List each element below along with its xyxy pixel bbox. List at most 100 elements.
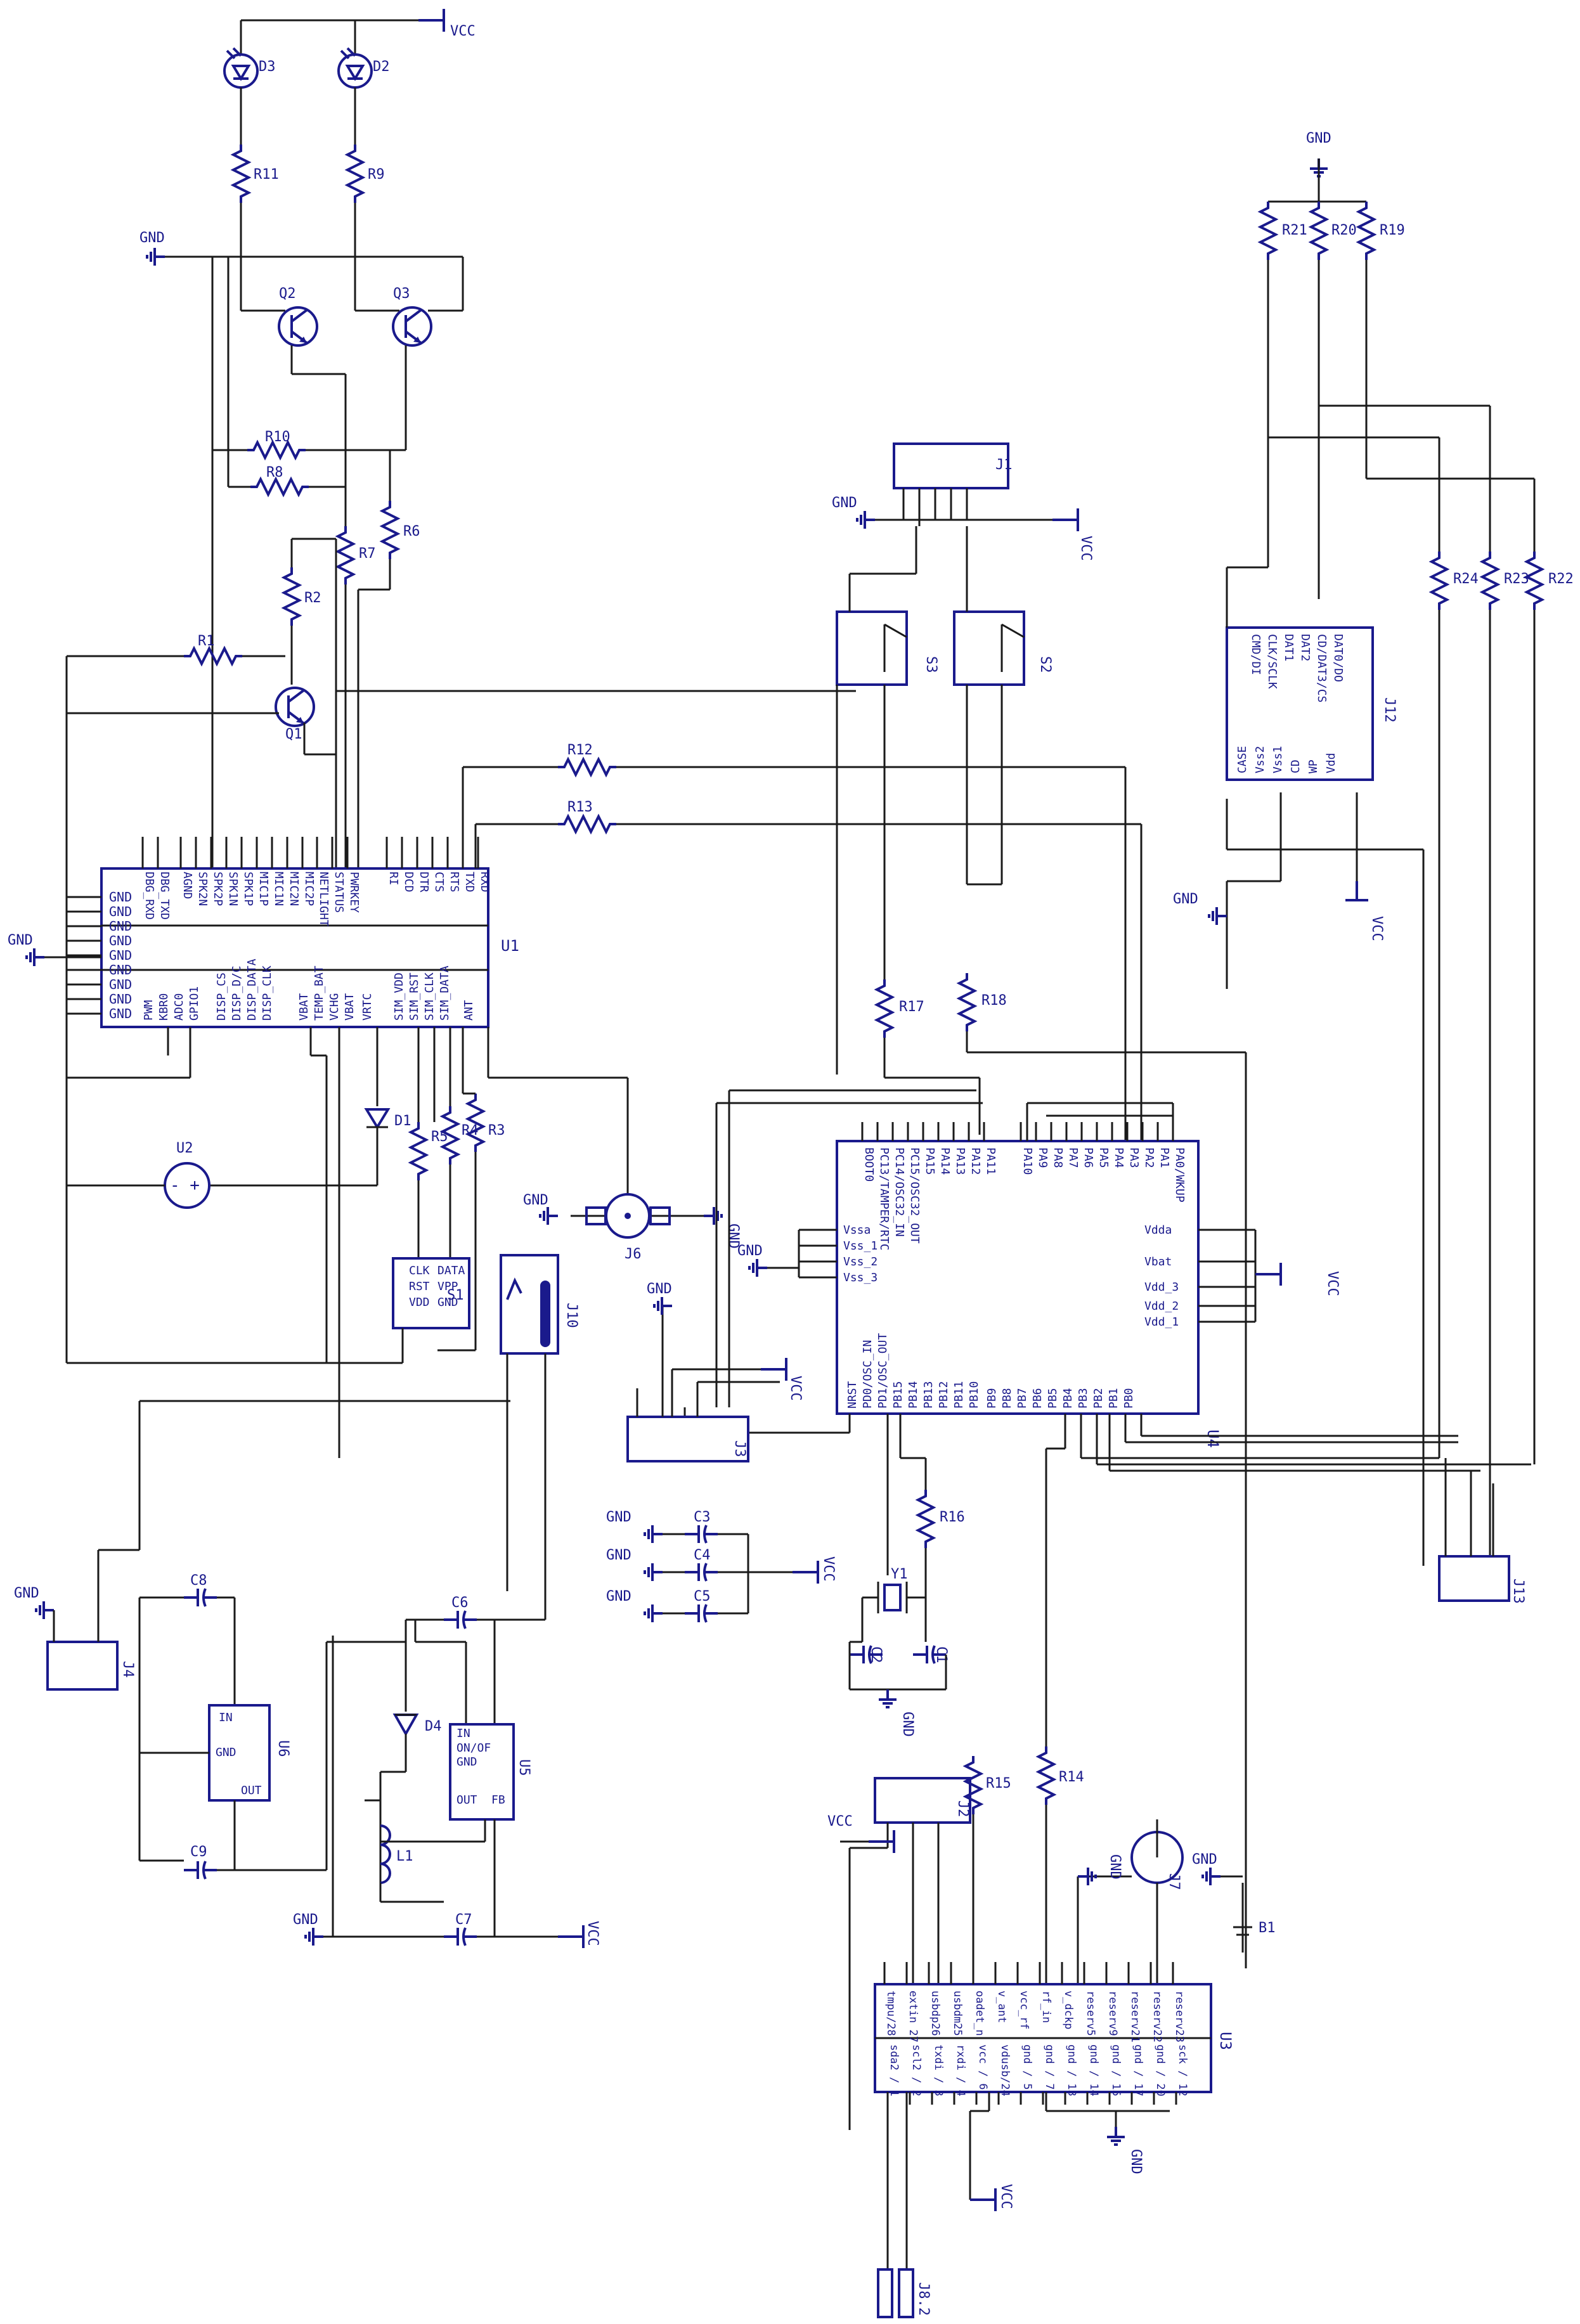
- u4-pin-label: PA6: [1082, 1147, 1095, 1168]
- u4-pin-label: Vss_2: [843, 1255, 877, 1269]
- u4-pin-label: PB15: [891, 1381, 905, 1409]
- svg-text:- +: - +: [170, 1176, 200, 1195]
- u1-pin-label: RI: [387, 872, 400, 886]
- u4-pin-label: PB2: [1092, 1388, 1105, 1409]
- u5-label: U5: [516, 1759, 532, 1776]
- r2-label: R2: [304, 590, 321, 606]
- u3-pin-label: gnd / 20: [1154, 2044, 1167, 2096]
- j12-pin-label: Vss1: [1271, 746, 1285, 773]
- j12-pin-label: Vdd: [1324, 752, 1338, 773]
- u3-pin-label: sck / 12: [1176, 2044, 1189, 2096]
- r16-label: R16: [940, 1509, 965, 1525]
- vcc-label-u3: VCC: [998, 2184, 1014, 2209]
- c6-label: C6: [451, 1595, 469, 1611]
- u3-pin-label: vcc_rf: [1018, 1991, 1030, 2029]
- c2-label: C2: [868, 1646, 884, 1663]
- u4-pin-label: PA0/WKUP: [1173, 1147, 1186, 1203]
- u4-pin-label: PA5: [1097, 1147, 1110, 1168]
- u3-pin-label: usbdm25: [951, 1991, 964, 2036]
- u4-pin-label: PA2: [1143, 1147, 1156, 1168]
- q1-label: Q1: [285, 726, 302, 742]
- u3-pin-label: v_ant: [995, 1991, 1008, 2023]
- u4-pin-label: PC15/OSC32_OUT: [908, 1147, 921, 1244]
- j1-label: J1: [995, 457, 1013, 473]
- u3-pin-label: tmpu/28: [884, 1991, 897, 2036]
- u1-pin-label: DISP_D/C: [230, 965, 243, 1021]
- vcc-label-sd: VCC: [1369, 916, 1385, 941]
- q2-label: Q2: [279, 286, 296, 302]
- u3-label: U3: [1217, 2032, 1234, 2050]
- r11-label: R11: [254, 167, 279, 183]
- u1-pin-label: CTS: [432, 872, 446, 893]
- u3-pin-label: vcc / 6: [976, 2044, 989, 2090]
- u4-pin-label: PB5: [1046, 1388, 1059, 1409]
- d2-label: D2: [373, 59, 390, 75]
- j1-switch-section: J1 GND VCC S3 S2 R17 R18: [832, 442, 1247, 1968]
- s1-pin-label: GND: [437, 1296, 458, 1309]
- c4-label: C4: [694, 1547, 711, 1563]
- d1-label: D1: [394, 1113, 411, 1129]
- diode-d1-icon: [364, 1108, 391, 1130]
- gnd-label-b1: GND: [1192, 1852, 1217, 1868]
- r21-label: R21: [1282, 223, 1307, 238]
- u1-pin-label: SPK1P: [242, 872, 255, 906]
- u1-pin-label: VRTC: [361, 993, 374, 1021]
- u4-pin-label: PB14: [907, 1381, 920, 1409]
- j7-label: J7: [1166, 1873, 1182, 1890]
- u4-pin-label: PA11: [984, 1147, 997, 1175]
- u4-pin-label: PA3: [1127, 1147, 1141, 1168]
- r8-label: R8: [266, 465, 283, 481]
- u1-pin-label: PWM: [142, 1000, 155, 1021]
- antenna-j6: GND GND J6: [523, 1192, 741, 1262]
- u4-pin-label: PB11: [952, 1381, 966, 1409]
- gnd-label-c5: GND: [606, 1589, 631, 1604]
- u1-pin-label: ADC0: [172, 993, 186, 1021]
- u4-pin-label: PB1: [1107, 1388, 1120, 1409]
- gnd-label-j1: GND: [832, 495, 857, 511]
- s1-pin-label: DATA: [437, 1264, 465, 1277]
- u3-pin-label: reserv21: [1129, 1991, 1141, 2043]
- u4-pin-label: Vdd_1: [1144, 1315, 1179, 1329]
- u4-pin-label: Vssa: [843, 1223, 871, 1237]
- j12-pin-label: CMD/DI: [1249, 634, 1262, 675]
- s1-pin-label: VPP: [437, 1280, 458, 1293]
- gnd-label-q: GND: [139, 230, 165, 246]
- u4-pin-label: PA13: [954, 1147, 967, 1175]
- vcc-label-c7: VCC: [585, 1921, 600, 1946]
- gnd-label-j4: GND: [14, 1585, 39, 1601]
- gnd-label-c7: GND: [293, 1912, 318, 1928]
- u3-pin-label: gnd / 5: [1021, 2044, 1033, 2090]
- j12-label: J12: [1382, 697, 1397, 723]
- r13-label: R13: [567, 799, 593, 815]
- u1-pin-label: MIC2P: [302, 872, 316, 906]
- d3-label: D3: [259, 59, 276, 75]
- r24-label: R24: [1453, 571, 1479, 587]
- b1-label: B1: [1259, 1920, 1276, 1936]
- vcc-label-j1: VCC: [1078, 536, 1094, 561]
- s1-pin-label: VDD: [409, 1296, 430, 1309]
- u5-pin-label: OUT: [457, 1793, 477, 1807]
- u1-support-circuit: D1 - + U2 R5 R4 R3 S1 CLKRSTVDDDATAVPPGN…: [67, 1027, 629, 1458]
- c7-label: C7: [455, 1912, 472, 1928]
- u1-pin-label: VCHG: [328, 993, 341, 1021]
- gnd-label-j6: GND: [523, 1192, 548, 1208]
- u3-pin-label: gnd / 14: [1087, 2044, 1100, 2096]
- u4-pin-label: PA7: [1066, 1147, 1080, 1168]
- gnd-label-u4: GND: [737, 1243, 763, 1259]
- u1-pin-label: DTR: [417, 872, 431, 893]
- u1-pin-label: GND: [109, 1006, 132, 1021]
- u4-pin-label: BOOT0: [862, 1147, 876, 1182]
- u5-pin-label: FB: [491, 1793, 505, 1807]
- u4-pin-label: PB9: [985, 1388, 999, 1409]
- u1-pin-label: GND: [109, 948, 132, 963]
- u3-pin-label: extin 27: [907, 1991, 919, 2043]
- u4-pin-label: PC14/OSC32_IN: [893, 1147, 906, 1237]
- u1-pin-label: SPK2P: [211, 872, 224, 906]
- npn-q2-icon: [278, 306, 318, 347]
- j3-decoupling: J3 VCC GND GND C3 GND C4 GND C5 VCC: [606, 1281, 836, 1624]
- j8-label: J8.2: [916, 2282, 931, 2316]
- j13-label: J13: [1510, 1578, 1526, 1604]
- r10-label: R10: [265, 429, 290, 445]
